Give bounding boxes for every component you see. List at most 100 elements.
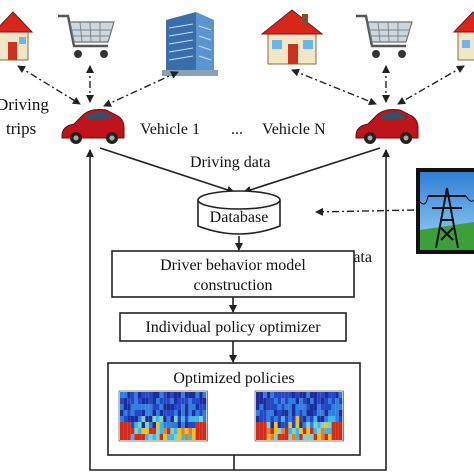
heatmap-cell [281,404,285,410]
heatmap-cell [317,434,321,440]
heatmap-cell [123,416,128,422]
heatmap-cell [302,404,307,410]
heatmap-cell [127,392,131,398]
heatmap-cell [328,416,332,422]
heatmap-cell [163,392,167,398]
heatmap-cell [324,416,328,422]
heatmap-cell [123,404,128,410]
heatmap-cell [256,398,260,404]
heatmap-cell [299,392,303,398]
heatmap-cell [284,422,289,428]
heatmap-cell [148,404,153,410]
heatmap-cell [174,392,178,398]
heatmap-cell [120,398,124,404]
heatmap-cell [192,428,196,434]
heatmap-cell [148,434,153,440]
heatmap-cell [138,416,142,422]
heatmap-cell [188,410,192,416]
heatmap-cell [123,422,128,428]
heatmap-cell [202,416,207,422]
heatmap-cell [145,428,149,434]
heatmap-cell [317,422,321,428]
heatmap-cell [331,404,336,410]
heatmap-cell [145,422,149,428]
heatmap-cell [277,416,282,422]
heatmap-cell [192,392,196,398]
heatmap-cell [320,416,325,422]
heatmap-cell [166,422,171,428]
heatmap-cell [134,434,138,440]
data-flow-arrows [99,147,381,194]
heatmap-cell [166,416,171,422]
heatmap-cell [174,410,178,416]
heatmap-cell [184,404,189,410]
heatmap-cell [288,434,292,440]
heatmap-cell [195,410,200,416]
heatmap-cell [299,398,303,404]
ellipsis-label: ... [231,121,243,138]
heatmap-cell [120,410,124,416]
heatmap-cell [320,398,325,404]
heatmap-cell [306,422,310,428]
heatmap-cell [320,404,325,410]
heatmap-cell [313,404,318,410]
heatmap-cell [295,410,300,416]
heatmap-cell [324,398,328,404]
heatmap-cell [138,398,142,404]
heatmap-cell [256,404,260,410]
heatmap-cell [134,422,138,428]
heatmap-cell [335,404,339,410]
heatmap-cell [274,404,278,410]
heatmap-cell [277,422,282,428]
heatmap-cell [181,434,185,440]
heatmap-cell [195,404,200,410]
heatmap-cell [292,428,296,434]
heatmap-cell [295,398,300,404]
heatmap-cell [292,410,296,416]
heatmap-cell [192,416,196,422]
heatmap-cell [120,434,124,440]
heatmap-cell [259,434,264,440]
heatmap-cell [145,410,149,416]
heatmap-cell [138,422,142,428]
house-icon [452,11,474,61]
heatmap-cell [284,434,289,440]
heatmap-cell [152,398,156,404]
heatmap-cell [274,410,278,416]
heatmap-cell [199,410,203,416]
heatmap-cell [188,398,192,404]
heatmap-cell [130,434,135,440]
heatmap-cell [277,404,282,410]
heatmap-cell [138,392,142,398]
heatmap-cell [284,416,289,422]
heatmap-cell [256,416,260,422]
driver-model-label: construction [193,277,272,294]
trip-links [17,65,465,107]
heatmap-cell [338,404,343,410]
heatmap-cell [152,428,156,434]
database-label: Database [210,209,269,226]
heatmap-cell [134,392,138,398]
driving-data-label: Driving data [190,154,270,171]
vehicle-1-label: Vehicle 1 [140,121,200,138]
heatmap-cell [335,392,339,398]
heatmap-cell [266,428,271,434]
policy-heatmap [118,390,208,442]
heatmap-cell [120,392,124,398]
heatmap-cell [266,398,271,404]
heatmap-cell [156,434,160,440]
heatmap-cell [170,428,174,434]
heatmap-cell [195,428,200,434]
heatmap-cell [338,410,343,416]
heatmap-cell [163,410,167,416]
heatmap-cell [338,428,343,434]
heatmap-cell [188,392,192,398]
heatmap-cell [266,410,271,416]
heatmap-cell [202,434,207,440]
heatmap-cell [320,434,325,440]
heatmap-cell [263,398,267,404]
heatmap-cell [266,416,271,422]
heatmap-cell [134,428,138,434]
red-car-icon [61,109,125,144]
heatmap-cell [270,398,274,404]
